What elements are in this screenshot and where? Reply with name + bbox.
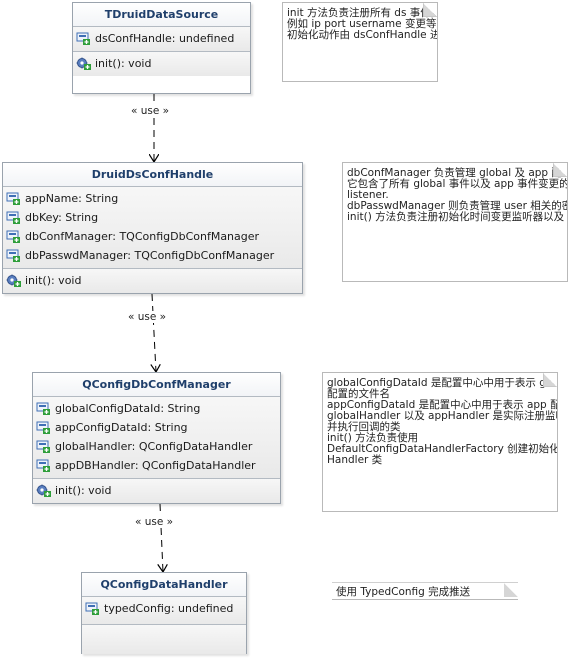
attribute-row[interactable]: dbKey: String [3, 208, 302, 227]
field-icon [36, 459, 50, 472]
attribute-row[interactable]: dbConfManager: TQConfigDbConfManager [3, 227, 302, 246]
note-text: dbConfManager 负责管理 global 及 app 配置 它包含了所… [347, 167, 568, 223]
attributes-compartment: appName: String dbKey: String dbConfMana… [3, 187, 302, 269]
attribute-text: typedConfig: undefined [104, 602, 234, 615]
note-fold-corner [423, 3, 437, 17]
note-text: init 方法负责注册所有 ds 事件变化监听器, 例如 ip port use… [287, 7, 437, 41]
attributes-compartment: typedConfig: undefined [82, 597, 246, 625]
field-icon [36, 440, 50, 453]
attribute-text: dbConfManager: TQConfigDbConfManager [25, 230, 260, 243]
use-stereotype-label: « use » [127, 311, 168, 323]
operation-row[interactable]: init(): void [73, 54, 250, 73]
field-icon [36, 402, 50, 415]
note-fold-corner [504, 583, 518, 597]
field-icon [36, 421, 50, 434]
operation-row[interactable]: init(): void [33, 481, 280, 500]
operations-compartment [82, 625, 246, 654]
attribute-row[interactable]: dbPasswdManager: TQConfigDbConfManager [3, 246, 302, 265]
attribute-text: appConfigDataId: String [55, 421, 188, 434]
field-icon [6, 192, 20, 205]
note-db-conf-manager[interactable]: dbConfManager 负责管理 global 及 app 配置 它包含了所… [342, 162, 568, 282]
note-text: 使用 TypedConfig 完成推送 [336, 586, 471, 598]
method-gear-icon [36, 484, 51, 497]
class-qconfig-data-handler[interactable]: QConfigDataHandler typedConfig: undefine… [81, 572, 247, 654]
attribute-row[interactable]: globalConfigDataId: String [33, 399, 280, 418]
attribute-row[interactable]: dsConfHandle: undefined [73, 29, 250, 48]
attribute-text: dbPasswdManager: TQConfigDbConfManager [25, 249, 275, 262]
field-icon [6, 249, 20, 262]
note-fold-corner [543, 373, 557, 387]
class-tdruid-data-source[interactable]: TDruidDataSource dsConfHandle: undefined… [72, 2, 251, 94]
dependency-line-2 [152, 293, 156, 372]
attribute-text: globalHandler: QConfigDataHandler [55, 440, 253, 453]
note-text: globalConfigDataId 是配置中心中用于表示 global 配置的… [327, 377, 558, 466]
attribute-text: dsConfHandle: undefined [95, 32, 235, 45]
attributes-compartment: dsConfHandle: undefined [73, 27, 250, 52]
class-druid-ds-conf-handle[interactable]: DruidDsConfHandle appName: String dbKey:… [2, 162, 303, 294]
method-gear-icon [76, 57, 91, 70]
class-qconfig-db-conf-manager[interactable]: QConfigDbConfManager globalConfigDataId:… [32, 372, 281, 504]
class-name: DruidDsConfHandle [3, 163, 302, 187]
use-stereotype-label: « use » [130, 105, 171, 117]
operation-text: init(): void [55, 484, 112, 497]
dependency-line-3 [160, 503, 163, 572]
attribute-row[interactable]: typedConfig: undefined [82, 599, 246, 618]
attribute-row[interactable]: appConfigDataId: String [33, 418, 280, 437]
use-stereotype-label: « use » [134, 516, 175, 528]
operations-compartment: init(): void [3, 269, 302, 293]
attribute-text: globalConfigDataId: String [55, 402, 201, 415]
field-icon [6, 211, 20, 224]
operation-text: init(): void [25, 274, 82, 287]
field-icon [76, 32, 90, 45]
operation-text: init(): void [95, 57, 152, 70]
attribute-text: appName: String [25, 192, 119, 205]
note-typed-config[interactable]: 使用 TypedConfig 完成推送 [332, 582, 518, 600]
class-name: TDruidDataSource [73, 3, 250, 27]
field-icon [85, 602, 99, 615]
operations-compartment: init(): void [33, 479, 280, 503]
attributes-compartment: globalConfigDataId: String appConfigData… [33, 397, 280, 479]
attribute-row[interactable]: globalHandler: QConfigDataHandler [33, 437, 280, 456]
field-icon [6, 230, 20, 243]
attribute-row[interactable]: appName: String [3, 189, 302, 208]
operations-compartment: init(): void [73, 52, 250, 76]
attribute-text: appDBHandler: QConfigDataHandler [55, 459, 256, 472]
note-fold-corner [553, 163, 567, 177]
class-name: QConfigDbConfManager [33, 373, 280, 397]
note-init-ds-listener[interactable]: init 方法负责注册所有 ds 事件变化监听器, 例如 ip port use… [282, 2, 438, 82]
attribute-row[interactable]: appDBHandler: QConfigDataHandler [33, 456, 280, 475]
attribute-text: dbKey: String [25, 211, 99, 224]
note-config-data-id[interactable]: globalConfigDataId 是配置中心中用于表示 global 配置的… [322, 372, 558, 512]
operation-row[interactable]: init(): void [3, 271, 302, 290]
class-name: QConfigDataHandler [82, 573, 246, 597]
method-gear-icon [6, 274, 21, 287]
